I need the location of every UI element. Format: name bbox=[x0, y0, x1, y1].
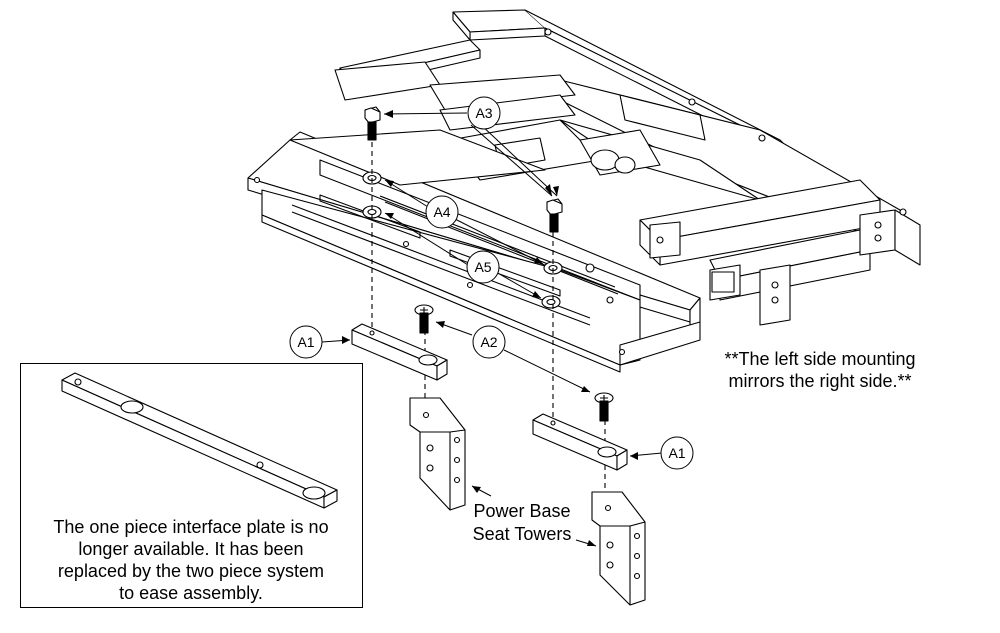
svg-text:A4: A4 bbox=[433, 204, 450, 220]
interface-note-line2: longer available. It has been bbox=[78, 539, 304, 559]
a1-spacer-block-left bbox=[351, 323, 448, 381]
mirror-note-line1: **The left side mounting bbox=[724, 349, 916, 369]
interface-note-line4: to ease assembly. bbox=[119, 583, 263, 603]
a1-spacer-block-right bbox=[532, 413, 628, 471]
svg-text:A1: A1 bbox=[668, 445, 685, 461]
leader-arrowheads bbox=[342, 110, 638, 546]
svg-text:A3: A3 bbox=[475, 105, 492, 121]
interface-note-line1: The one piece interface plate is no bbox=[53, 517, 329, 537]
svg-text:A2: A2 bbox=[480, 334, 497, 350]
seat-frame bbox=[334, 9, 921, 326]
a2-screw-lower bbox=[594, 392, 614, 422]
seat-tower-right bbox=[591, 491, 646, 606]
mirror-note-line2: mirrors the right side.** bbox=[728, 371, 912, 391]
callout-a1-right: A1 bbox=[660, 436, 694, 470]
inset-box bbox=[20, 363, 363, 608]
interface-note-line3: replaced by the two piece system bbox=[57, 561, 325, 581]
callout-a1-left: A1 bbox=[289, 325, 323, 359]
a5-washer-right bbox=[541, 295, 561, 309]
callout-a5: A5 bbox=[466, 250, 500, 284]
a3-bolt-right bbox=[546, 198, 563, 233]
interface-plate-note: The one piece interface plate is no long… bbox=[20, 516, 362, 604]
a2-screw-upper bbox=[414, 304, 434, 334]
callout-a3: A3 bbox=[467, 96, 501, 130]
one-piece-interface-plate bbox=[61, 372, 338, 509]
callout-a2: A2 bbox=[472, 325, 506, 359]
seat-towers-label: Power Base Seat Towers bbox=[452, 500, 592, 546]
a3-bolt-left bbox=[364, 106, 381, 141]
callout-a4: A4 bbox=[425, 195, 459, 229]
mirror-note: **The left side mounting mirrors the rig… bbox=[690, 348, 950, 392]
svg-text:A1: A1 bbox=[297, 334, 314, 350]
seat-towers-label-line1: Power Base bbox=[473, 501, 571, 521]
svg-text:A5: A5 bbox=[474, 259, 491, 275]
seat-tower-left bbox=[409, 397, 466, 511]
seat-towers-label-line2: Seat Towers bbox=[472, 524, 572, 544]
